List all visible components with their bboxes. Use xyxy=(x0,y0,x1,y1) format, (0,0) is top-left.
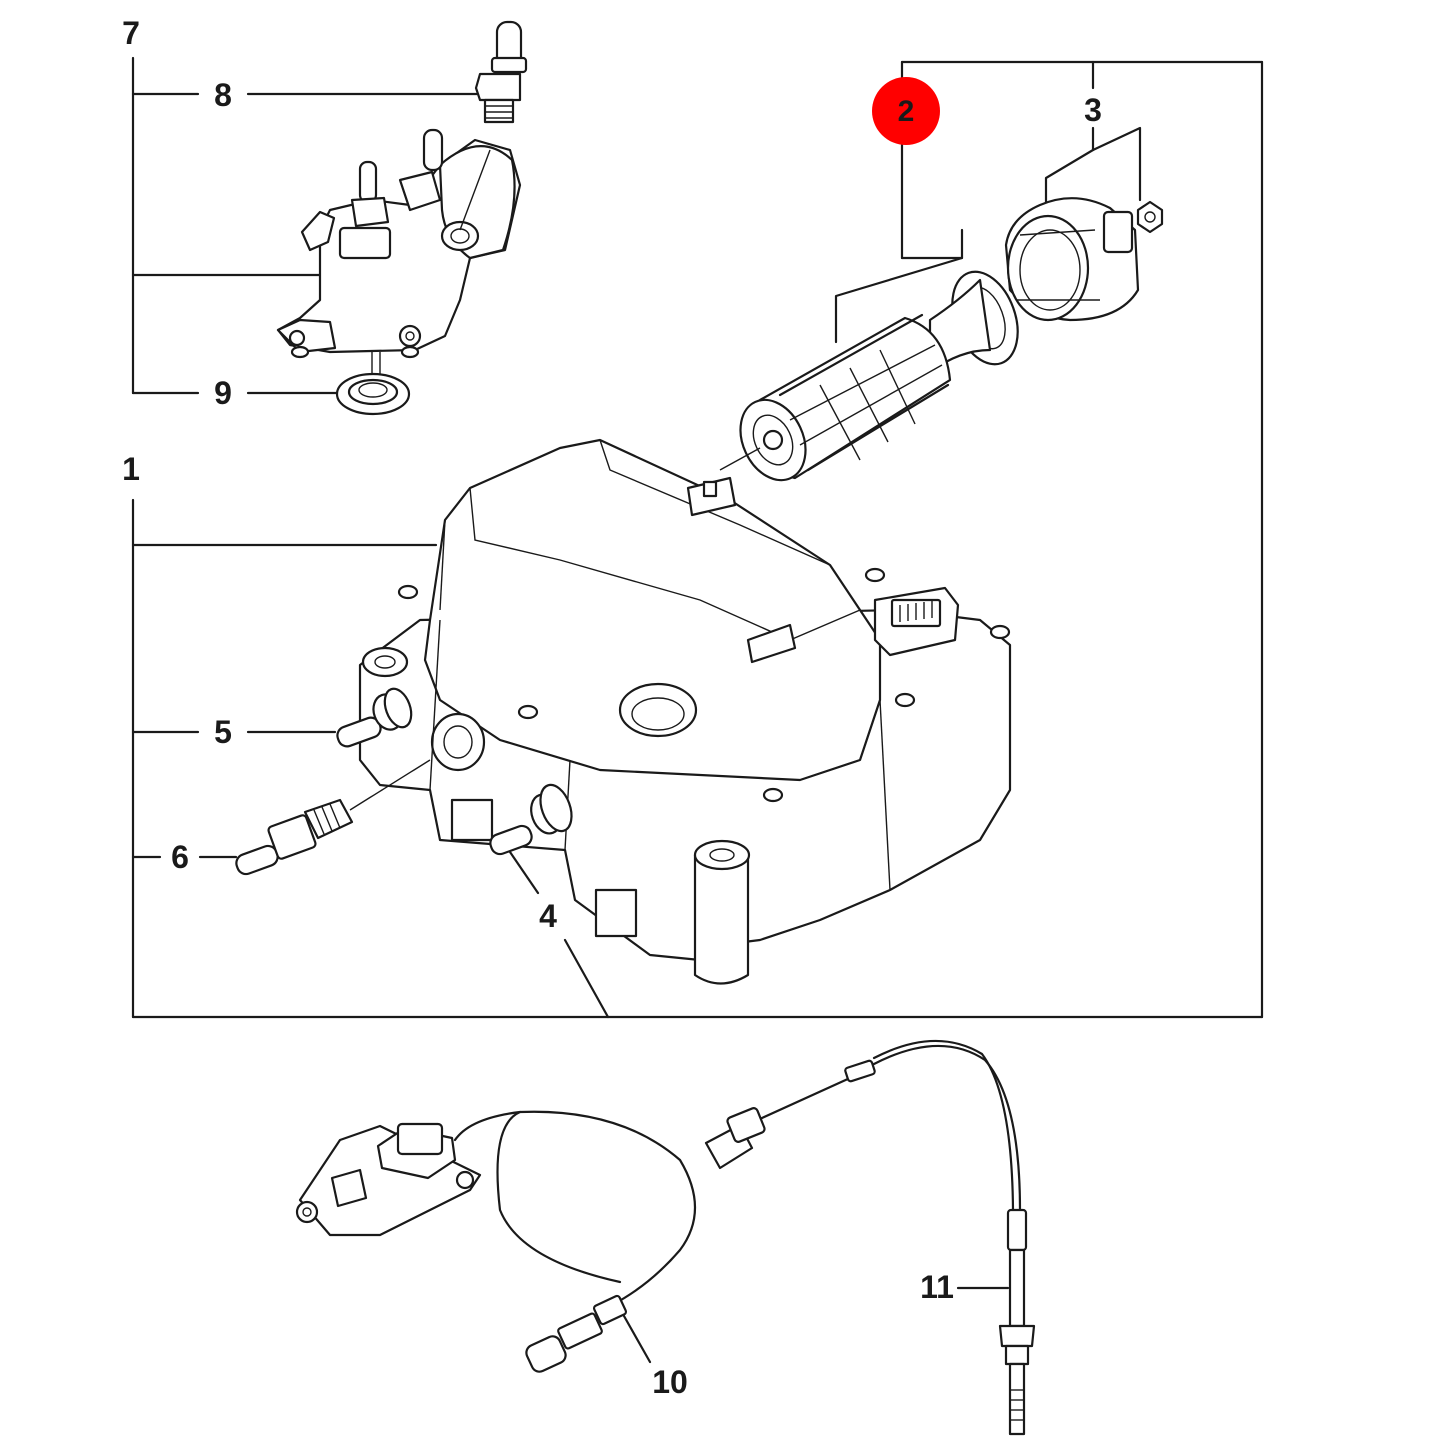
callout-3: 3 xyxy=(1084,92,1102,128)
part-3-filter-cap xyxy=(1004,197,1164,322)
callout-2: 2 xyxy=(898,95,915,128)
callout-9: 9 xyxy=(214,375,232,411)
part-6-threaded-connector xyxy=(235,759,431,876)
callout-6: 6 xyxy=(171,839,189,875)
callout-11: 11 xyxy=(920,1269,954,1305)
part-2-filter-element xyxy=(719,270,1019,482)
callout-labels: 7 8 9 1 5 6 4 3 10 11 2 xyxy=(122,15,1102,1400)
callout-8: 8 xyxy=(214,77,232,113)
part-9-seal-ring xyxy=(335,372,411,416)
part-1-pump-module xyxy=(358,438,1012,985)
leader-lines xyxy=(131,56,1264,1364)
part-11-exhaust-temp-sensor xyxy=(704,1039,1036,1436)
callout-7: 7 xyxy=(122,15,140,51)
callout-4: 4 xyxy=(539,898,557,934)
part-5-hose-connector xyxy=(336,687,413,748)
callout-10: 10 xyxy=(652,1364,688,1400)
part-10-nox-sensor xyxy=(295,1110,696,1373)
callout-1: 1 xyxy=(122,451,140,487)
part-8-temperature-sender xyxy=(474,20,528,124)
callout-5: 5 xyxy=(214,714,232,750)
callout-2-highlight-badge xyxy=(872,77,940,145)
part-4-outlet-connector xyxy=(489,783,573,856)
part-7-valve-housing xyxy=(276,128,522,380)
